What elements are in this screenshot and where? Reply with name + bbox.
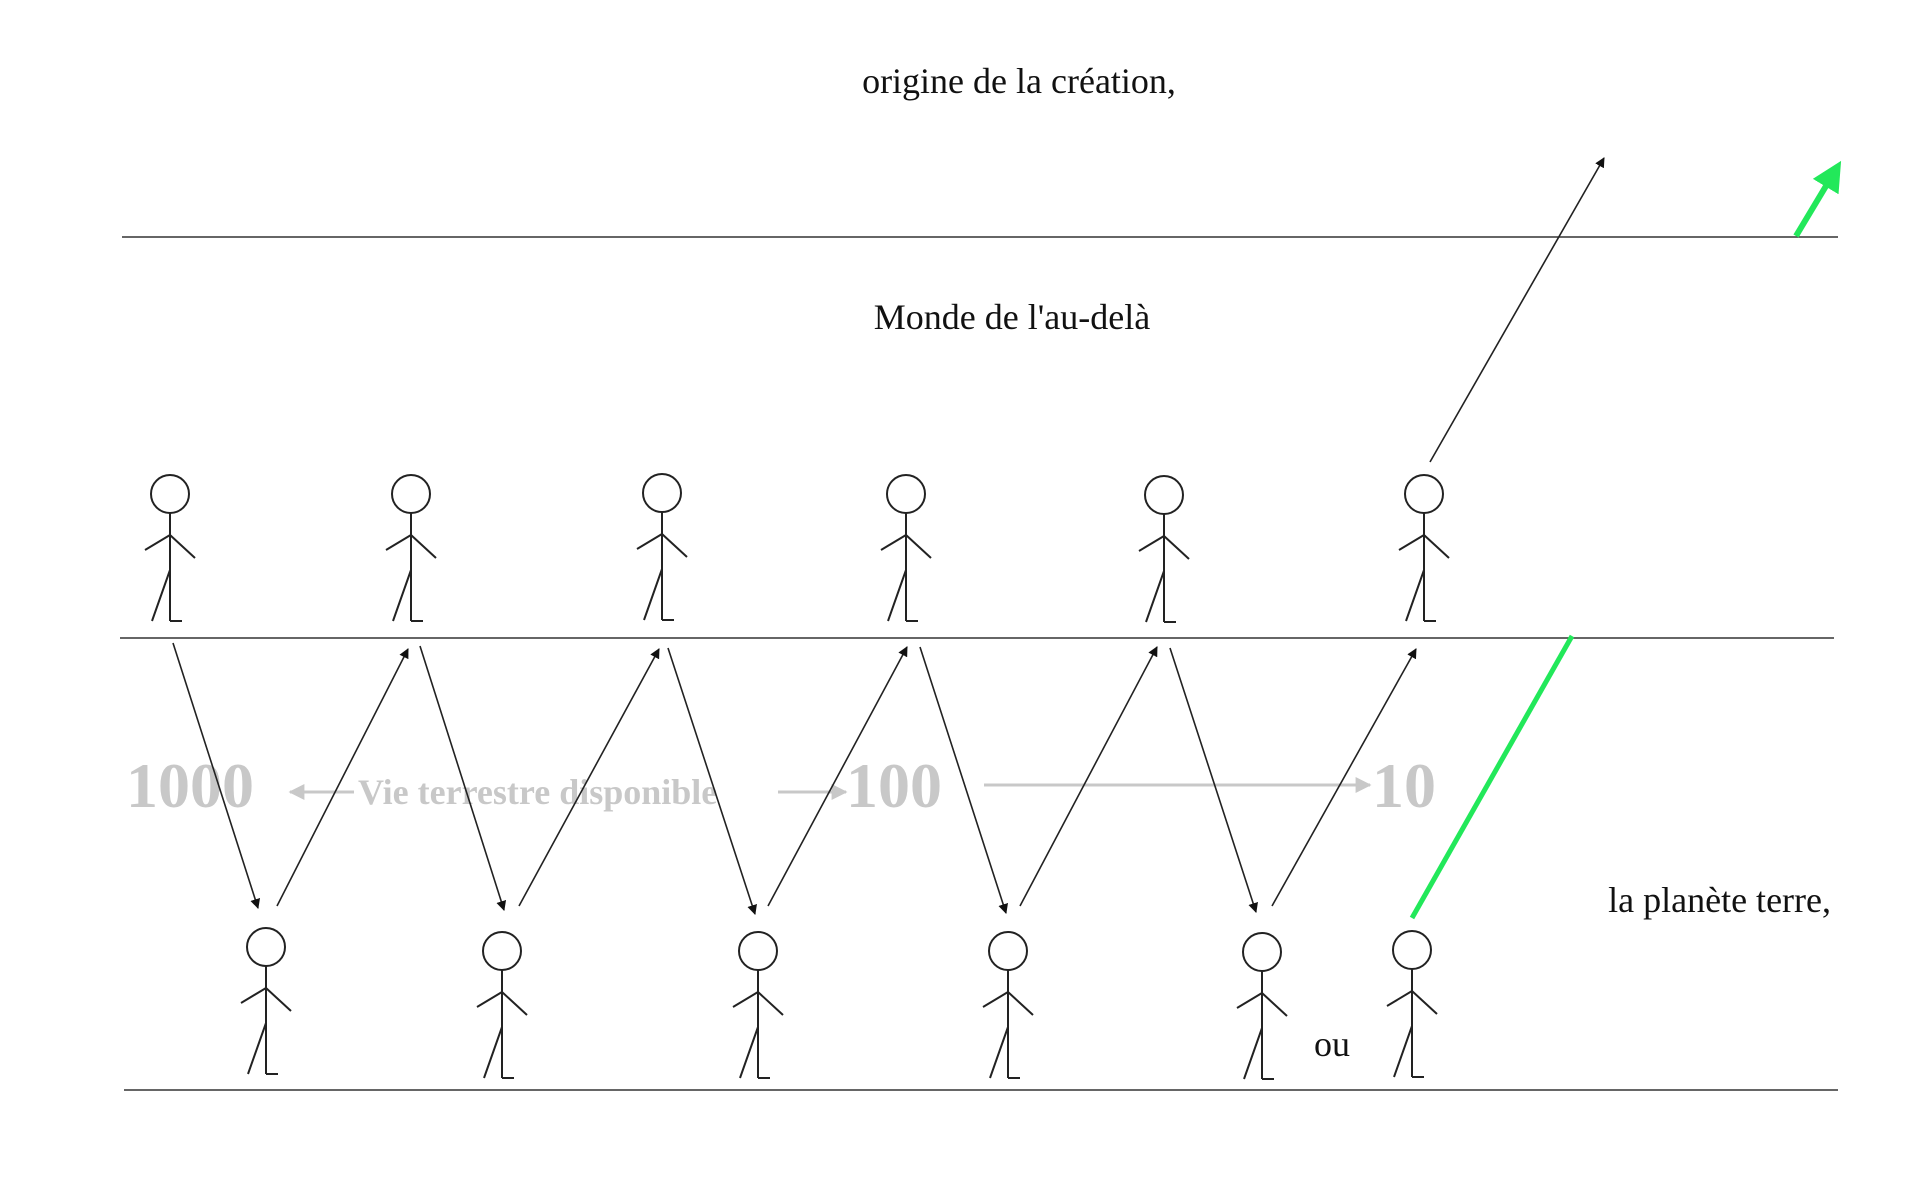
stick-figure (240, 927, 292, 1075)
stick-figure (1398, 474, 1450, 622)
stick-figure (636, 473, 688, 621)
cycle-arrows (172, 157, 1605, 915)
green-path-upper (1793, 160, 1842, 238)
ascend-arrow (767, 646, 908, 907)
descend-arrow (419, 645, 507, 911)
stick-figure (385, 474, 437, 622)
descend-arrow (667, 647, 757, 915)
planet-label: la planète terre, (1608, 880, 1831, 920)
stick-figure (1386, 930, 1438, 1078)
exit-arrow (1429, 157, 1605, 463)
or-label: ou (1314, 1024, 1350, 1064)
stick-figure (1138, 475, 1190, 623)
scale-100: 100 (846, 750, 942, 821)
stick-figure (982, 931, 1034, 1079)
green-path-lower (1409, 634, 1575, 920)
stick-figure (144, 474, 196, 622)
descend-arrow (1169, 647, 1258, 913)
ascend-arrow (518, 648, 660, 907)
origin-label: origine de la création, (862, 61, 1176, 101)
scale-10: 10 (1372, 750, 1436, 821)
stick-figure (732, 931, 784, 1079)
ascend-arrow (1019, 646, 1158, 907)
stick-figure (476, 931, 528, 1079)
descend-arrow (172, 642, 261, 909)
stick-figure (880, 474, 932, 622)
ascend-arrow (1271, 648, 1417, 907)
descend-arrow (919, 646, 1008, 914)
scale-caption: Vie terrestre disponible (358, 772, 717, 812)
scale-1000: 1000 (126, 750, 254, 821)
stick-figure (1236, 932, 1288, 1080)
ascend-arrow (276, 648, 409, 907)
afterlife-label: Monde de l'au-delà (874, 297, 1150, 337)
